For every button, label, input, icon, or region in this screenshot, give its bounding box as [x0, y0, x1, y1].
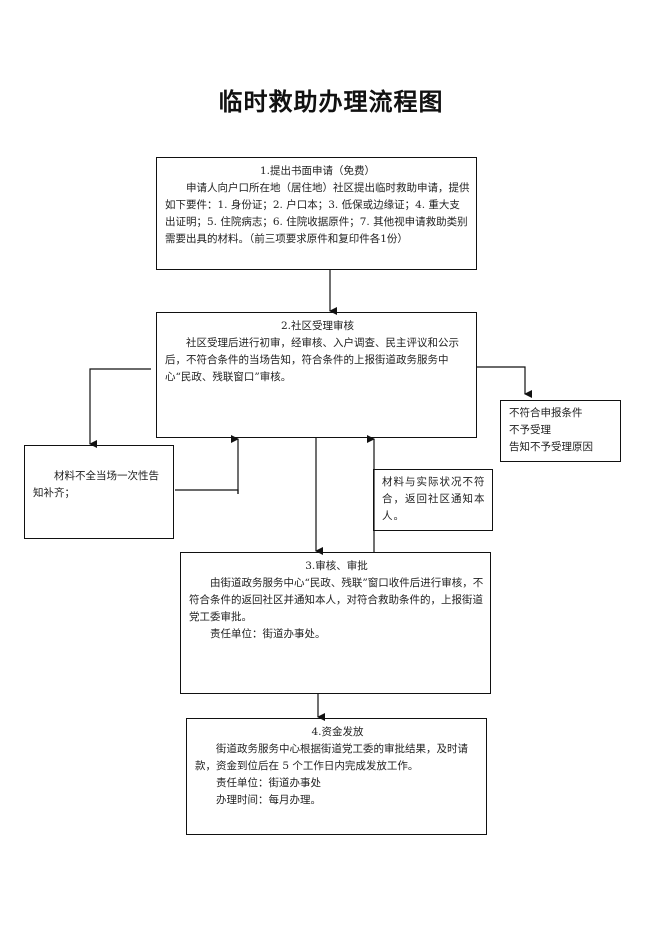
step-3-text: 由街道政务服务中心“民政、残联”窗口收件后进行审核，不符合条件的返回社区并通知本…: [189, 577, 484, 623]
step-3-box: 3.审核、审批 由街道政务服务中心“民政、残联”窗口收件后进行审核，不符合条件的…: [180, 552, 491, 694]
step-4-time: 办理时间：每月办理。: [216, 794, 321, 806]
step-2-text: 社区受理后进行初审，经审核、入户调查、民主评议和公示后，不符合条件的当场告知，符…: [165, 337, 459, 383]
step-3-responsible: 责任单位：街道办事处。: [210, 628, 326, 640]
step-2-box: 2.社区受理审核 社区受理后进行初审，经审核、入户调查、民主评议和公示后，不符合…: [156, 312, 477, 438]
rejected-line-2: 不予受理: [509, 424, 551, 436]
rejected-note: 不符合申报条件 不予受理 告知不予受理原因: [500, 400, 621, 462]
step-4-box: 4.资金发放 街道政务服务中心根据街道党工委的审批结果，及时请款，资金到位后在 …: [186, 718, 487, 835]
step-3-heading: 3.审核、审批: [305, 560, 368, 572]
arrow-step2-to-rejected: [477, 366, 532, 398]
mismatch-note: 材料与实际状况不符合，返回社区通知本人。: [373, 469, 493, 531]
step-1-box: 1.提出书面申请（免费） 申请人向户口所在地（居住地）社区提出临时救助申请，提供…: [156, 157, 477, 270]
step-4-responsible: 责任单位：街道办事处: [216, 777, 321, 789]
incomplete-materials-note: 材料不全当场一次性告知补齐；: [24, 445, 174, 539]
page-title: 临时救助办理流程图: [218, 88, 444, 116]
arrow-step2-to-incomplete: [89, 368, 151, 448]
step-4-text: 街道政务服务中心根据街道党工委的审批结果，及时请款，资金到位后在 5 个工作日内…: [195, 743, 468, 772]
step-1-text: 申请人向户口所在地（居住地）社区提出临时救助申请，提供如下要件：1. 身份证；2…: [165, 182, 470, 245]
step-1-heading: 1.提出书面申请（免费）: [259, 165, 376, 177]
step-2-heading: 2.社区受理审核: [280, 320, 355, 332]
incomplete-materials-text: 材料不全当场一次性告知补齐；: [33, 470, 159, 499]
mismatch-text: 材料与实际状况不符合，返回社区通知本人。: [382, 476, 486, 522]
arrow-incomplete-to-step2: [175, 489, 239, 494]
step-4-heading: 4.资金发放: [311, 726, 364, 738]
rejected-line-3: 告知不予受理原因: [509, 441, 593, 453]
rejected-line-1: 不符合申报条件: [509, 407, 583, 419]
